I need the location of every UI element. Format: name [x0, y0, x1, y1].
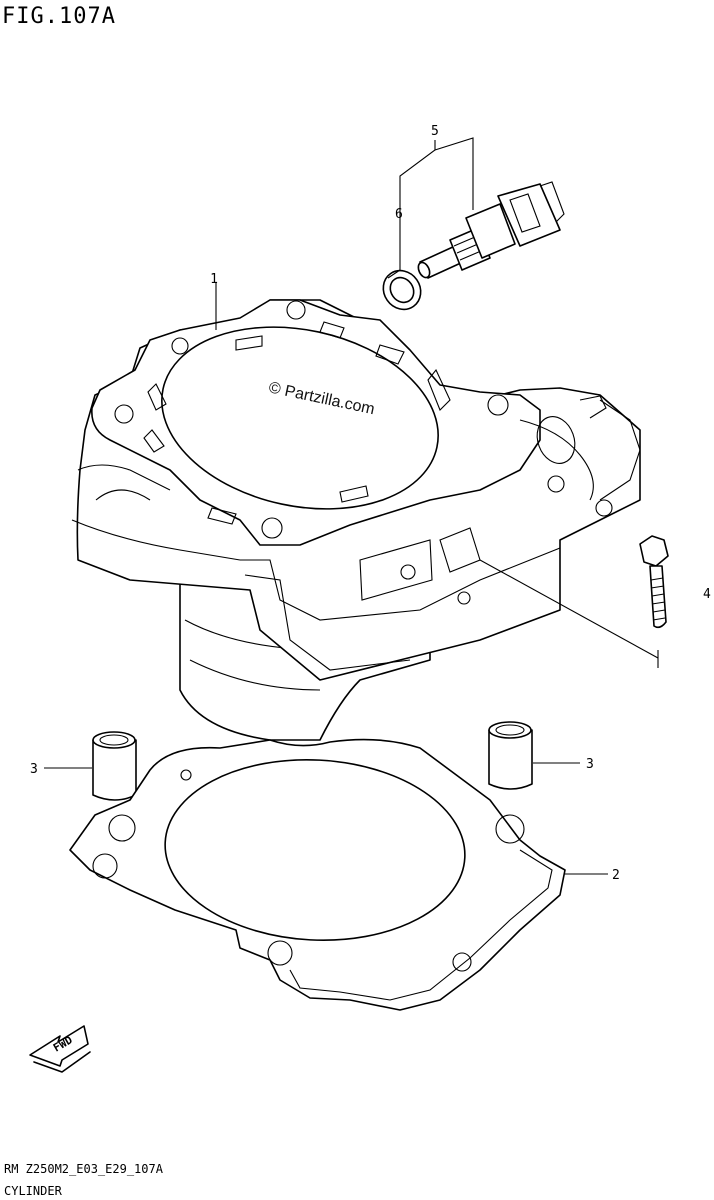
callout-3-left: 3 [30, 762, 38, 777]
o-ring-part[interactable] [376, 263, 428, 316]
callout-3-right: 3 [586, 757, 594, 772]
dowel-pin-left[interactable] [92, 731, 137, 801]
callout-1: 1 [210, 272, 218, 287]
callout-2: 2 [612, 868, 620, 883]
bolt-part[interactable] [639, 535, 669, 629]
cylinder-part[interactable] [71, 299, 641, 741]
forward-direction-arrow: FWD [29, 1025, 91, 1073]
callout-6: 6 [395, 207, 403, 222]
figure-name: CYLINDER [4, 1184, 62, 1198]
figure-title: FIG.107A [2, 4, 116, 29]
callout-4: 4 [703, 587, 711, 602]
base-gasket-part[interactable] [69, 738, 566, 1011]
dowel-pin-right[interactable] [488, 721, 533, 790]
leader-lines [44, 137, 659, 875]
callout-5: 5 [431, 124, 439, 139]
temperature-sensor-part[interactable] [416, 181, 565, 279]
figure-code: RM Z250M2_E03_E29_107A [4, 1162, 163, 1176]
